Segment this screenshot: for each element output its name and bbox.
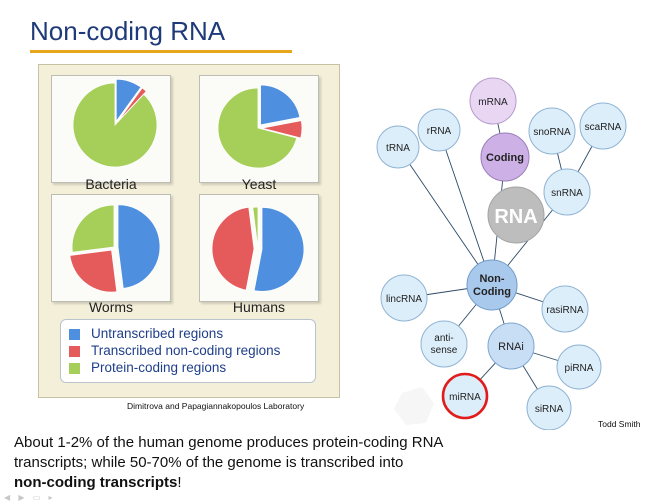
node-rasirna: rasiRNA xyxy=(541,285,589,333)
pie-label-humans: Humans xyxy=(232,299,286,315)
node-label: Coding xyxy=(473,286,511,298)
node-label: lincRNA xyxy=(386,294,422,305)
pie-box-worms xyxy=(51,194,171,302)
body-line-end: ! xyxy=(177,474,182,491)
node-label: RNAi xyxy=(498,341,524,353)
legend-label: Transcribed non-coding regions xyxy=(91,343,281,358)
ncrna-network-diagram: mRNA tRNA rRNA snoRNA scaRNA Coding snRN… xyxy=(376,77,627,430)
node-label: rasiRNA xyxy=(546,305,584,316)
slice-protein-coding xyxy=(252,206,259,250)
node-label: RNA xyxy=(494,206,537,228)
legend-label: Untranscribed regions xyxy=(91,326,224,341)
node-snrna: snRNA xyxy=(543,168,591,216)
node-rrna: rRNA xyxy=(417,108,461,152)
title-underline xyxy=(30,50,292,53)
pie-chart-humans xyxy=(211,206,305,292)
pie-box-humans xyxy=(199,194,319,302)
slice-noncoding xyxy=(211,206,255,291)
node-label: piRNA xyxy=(565,363,594,374)
slice-protein-coding xyxy=(71,204,115,253)
credit-laboratory: Dimitrova and Papagiannakopoulos Laborat… xyxy=(127,401,305,411)
pie-legend: Untranscribed regions Transcribed non-co… xyxy=(60,319,316,383)
legend-swatch xyxy=(69,329,80,340)
node-scarna: scaRNA xyxy=(579,102,627,150)
node-antisense: anti- sense xyxy=(420,320,468,368)
node-coding: Coding xyxy=(480,132,530,182)
slice-untranscribed xyxy=(260,84,301,126)
legend-label: Protein-coding regions xyxy=(91,360,227,375)
node-label: siRNA xyxy=(535,404,564,415)
node-non-coding: Non- Coding xyxy=(466,259,518,311)
slice-noncoding xyxy=(261,120,303,139)
pie-label-yeast: Yeast xyxy=(241,176,277,192)
node-trna: tRNA xyxy=(376,125,420,169)
body-bold-phrase: non-coding transcripts xyxy=(14,474,178,491)
pie-chart-panel: Bacteria Yeast Worms Humans xyxy=(38,64,340,398)
pie-chart-bacteria xyxy=(72,78,158,168)
node-label: scaRNA xyxy=(585,122,622,133)
node-mrna: mRNA xyxy=(469,77,517,125)
pie-box-yeast xyxy=(199,75,319,183)
node-label: snoRNA xyxy=(533,127,571,138)
node-rna: RNA xyxy=(487,186,545,244)
watermark-shape xyxy=(394,387,434,425)
node-label: anti- xyxy=(434,333,453,344)
node-label: mRNA xyxy=(478,97,508,108)
pie-label-bacteria: Bacteria xyxy=(85,176,137,192)
slice-protein-coding xyxy=(217,87,298,169)
pie-label-worms: Worms xyxy=(88,299,134,315)
body-line-3: non-coding transcripts! xyxy=(14,473,534,493)
node-sirna: siRNA xyxy=(526,385,572,430)
node-label: rRNA xyxy=(427,126,452,137)
legend-swatch xyxy=(69,363,80,374)
node-label: tRNA xyxy=(386,143,410,154)
body-line-2: transcripts; while 50-70% of the genome … xyxy=(14,454,404,471)
node-rnai: RNAi xyxy=(487,322,535,370)
node-label: sense xyxy=(431,345,458,356)
legend-swatch xyxy=(69,346,80,357)
credit-author: Todd Smith xyxy=(598,419,641,429)
slide-nav-icons[interactable]: ◀ ▶ ▭ ▸ xyxy=(4,493,56,502)
node-snorna: snoRNA xyxy=(528,107,576,155)
node-label: Non- xyxy=(479,273,504,285)
slice-untranscribed xyxy=(253,206,305,292)
slide-title: Non-coding RNA xyxy=(30,16,226,46)
node-lincrna: lincRNA xyxy=(380,274,428,322)
node-label: Coding xyxy=(486,152,524,164)
node-mirna: miRNA xyxy=(441,372,489,420)
mirna-highlight-ring xyxy=(441,372,489,420)
slice-noncoding xyxy=(69,249,118,293)
slice-untranscribed xyxy=(115,78,142,123)
pie-box-bacteria xyxy=(51,75,171,183)
body-line-1: About 1-2% of the human genome produces … xyxy=(14,434,444,451)
pie-chart-worms xyxy=(69,204,161,293)
slice-untranscribed xyxy=(117,204,161,289)
slide-body-text: About 1-2% of the human genome produces … xyxy=(14,433,534,493)
slice-noncoding xyxy=(117,87,147,123)
node-label: miRNA xyxy=(449,392,481,403)
slice-protein-coding xyxy=(72,82,158,168)
pie-chart-yeast xyxy=(217,84,303,169)
node-label: snRNA xyxy=(551,188,583,199)
node-pirna: piRNA xyxy=(556,344,602,390)
